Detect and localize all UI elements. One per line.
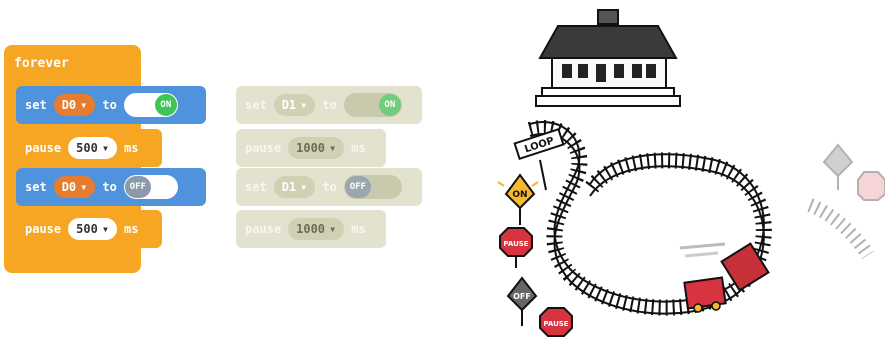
pin-dropdown[interactable]: D0 ▾ [54, 176, 96, 198]
off-toggle[interactable]: OFF [124, 175, 178, 199]
on-sign-text: ON [512, 190, 527, 200]
pause-sign-text: PAUSE [543, 320, 568, 328]
toggle-state-label: ON [155, 94, 177, 116]
duration-dropdown[interactable]: 500 ▾ [68, 137, 117, 159]
to-keyword: to [322, 98, 336, 112]
train-station-icon [536, 10, 680, 106]
chevron-down-icon: ▾ [300, 180, 307, 194]
chevron-down-icon: ▾ [80, 180, 87, 194]
duration-value: 500 [76, 222, 98, 236]
pause-500-block[interactable]: pause 500 ▾ ms [16, 210, 162, 248]
chevron-down-icon: ▾ [329, 222, 336, 236]
set-keyword: set [245, 180, 267, 194]
pause-sign-text: PAUSE [503, 240, 528, 248]
pin-dropdown[interactable]: D1 ▾ [274, 176, 316, 198]
pause-sign-icon: PAUSE [500, 228, 532, 268]
set-keyword: set [25, 98, 47, 112]
pause-keyword: pause [245, 222, 281, 236]
chevron-down-icon: ▾ [102, 141, 109, 155]
toggle-state-label: OFF [125, 176, 151, 198]
chevron-down-icon: ▾ [80, 98, 87, 112]
toggle-state-label: ON [379, 94, 401, 116]
track-icon [530, 122, 764, 314]
set-keyword: set [245, 98, 267, 112]
pin-dropdown[interactable]: D1 ▾ [274, 94, 316, 116]
pause-sign-icon: PAUSE [540, 308, 572, 336]
toggle-state-label: OFF [345, 176, 371, 198]
duration-value: 1000 [296, 141, 325, 155]
duration-value: 500 [76, 141, 98, 155]
set-d0-on-block[interactable]: set D0 ▾ to ON [16, 86, 206, 124]
pin-dropdown[interactable]: D0 ▾ [54, 94, 96, 116]
off-sign-text: OFF [513, 292, 531, 301]
pause-500-block[interactable]: pause 500 ▾ ms [16, 129, 162, 167]
chevron-down-icon: ▾ [300, 98, 307, 112]
duration-dropdown[interactable]: 1000 ▾ [288, 137, 344, 159]
pause-keyword: pause [25, 141, 61, 155]
chevron-down-icon: ▾ [329, 141, 336, 155]
off-toggle[interactable]: OFF [344, 175, 402, 199]
pause-keyword: pause [245, 141, 281, 155]
set-d0-off-block[interactable]: set D0 ▾ to OFF [16, 168, 206, 206]
ms-keyword: ms [351, 141, 365, 155]
duration-value: 1000 [296, 222, 325, 236]
to-keyword: to [102, 180, 116, 194]
ms-keyword: ms [124, 141, 138, 155]
duration-dropdown[interactable]: 500 ▾ [68, 218, 117, 240]
duration-dropdown[interactable]: 1000 ▾ [288, 218, 344, 240]
train-icon [680, 244, 768, 312]
chevron-down-icon: ▾ [102, 222, 109, 236]
pin-label: D0 [62, 180, 76, 194]
set-d1-off-block[interactable]: set D1 ▾ to OFF [236, 168, 422, 206]
pause-1000-block[interactable]: pause 1000 ▾ ms [236, 210, 386, 248]
to-keyword: to [322, 180, 336, 194]
to-keyword: to [102, 98, 116, 112]
pin-label: D1 [282, 180, 296, 194]
forever-label: forever [14, 56, 69, 71]
set-d1-on-block[interactable]: set D1 ▾ to ON [236, 86, 422, 124]
on-sign-icon: ON [498, 175, 538, 225]
ms-keyword: ms [351, 222, 365, 236]
faded-signs-icon [810, 145, 885, 255]
train-loop-illustration: LOOP ON PAUSE PAUSE OFF [480, 0, 885, 346]
on-toggle[interactable]: ON [124, 93, 178, 117]
pin-label: D0 [62, 98, 76, 112]
ms-keyword: ms [124, 222, 138, 236]
set-keyword: set [25, 180, 47, 194]
pause-1000-block[interactable]: pause 1000 ▾ ms [236, 129, 386, 167]
pause-keyword: pause [25, 222, 61, 236]
pin-label: D1 [282, 98, 296, 112]
off-sign-icon: OFF [508, 278, 536, 326]
on-toggle[interactable]: ON [344, 93, 402, 117]
